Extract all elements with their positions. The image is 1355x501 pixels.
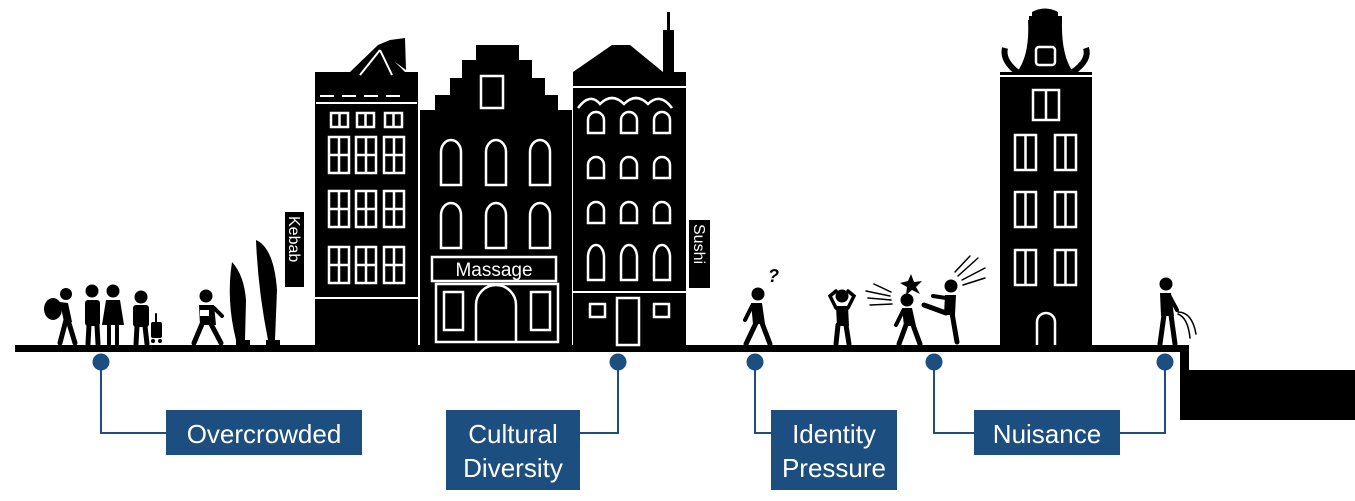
callout-cultural-diversity: Cultural Diversity [446,410,580,490]
connector-identity-pressure [754,362,773,434]
marker-nuisance-right [1156,353,1174,371]
callout-identity-pressure-line1: Identity [792,419,876,449]
beach-flags-icon [229,240,280,345]
callout-connectors [100,362,1166,434]
callout-overcrowded: Overcrowded [166,410,362,455]
connector-overcrowded [100,362,168,434]
canal-house-4-bell-gable [1000,8,1092,345]
callout-cultural-diversity-line2: Diversity [463,453,563,483]
canal-house-2-stepped-gable: Massage [420,45,572,345]
callout-nuisance-text: Nuisance [993,419,1101,449]
connector-cultural-diversity [580,362,619,434]
kebab-sign: Kebab [285,212,304,287]
massage-sign [430,255,558,283]
callout-identity-pressure: Identity Pressure [771,410,897,490]
kebab-sign-text: Kebab [285,216,302,262]
callout-overcrowded-text: Overcrowded [187,419,342,449]
callout-cultural-diversity-line1: Cultural [468,419,558,449]
fighting-people-icon [865,255,986,347]
street-ground-line [15,345,1180,352]
canal-edge-block [1180,345,1189,370]
marker-cultural-diversity [609,353,627,371]
marker-identity-pressure [746,353,764,371]
canal-house-3 [573,12,686,347]
callout-markers [92,353,1174,371]
callout-nuisance: Nuisance [974,410,1120,455]
question-mark: ? [768,266,779,286]
distressed-person-icon [827,289,857,347]
canal-house-1 [315,38,418,345]
canal-wall-block [1180,370,1355,420]
sushi-sign: Sushi [689,220,710,288]
massage-sign-text: Massage [455,260,532,281]
connector-nuisance-right [1118,362,1166,434]
confused-person-icon [743,287,773,347]
tourists-crowd-icon [44,284,224,347]
callout-identity-pressure-line2: Pressure [782,453,886,483]
sushi-sign-text: Sushi [690,224,707,264]
urinating-man-icon [1157,277,1197,347]
marker-nuisance-left [925,353,943,371]
connector-nuisance-left [933,362,976,434]
marker-overcrowded [92,353,110,371]
